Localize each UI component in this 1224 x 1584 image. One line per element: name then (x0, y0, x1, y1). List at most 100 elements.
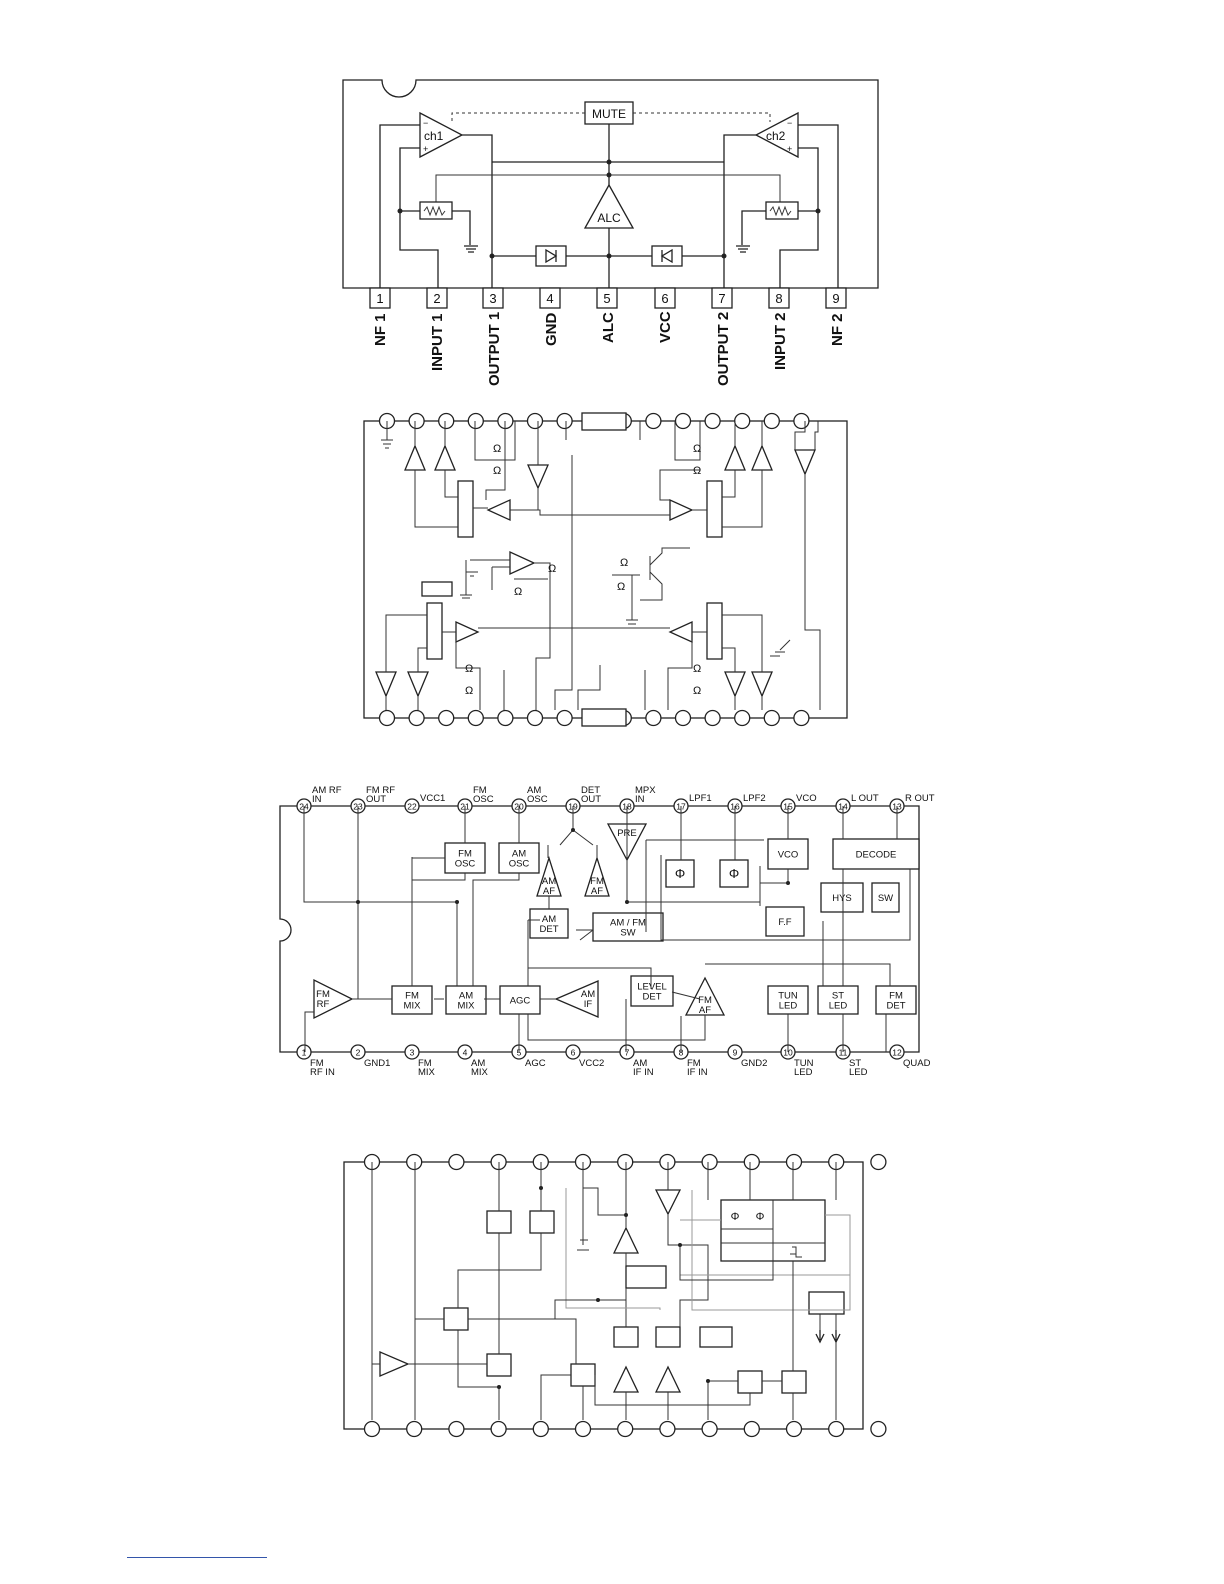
transistor (612, 547, 690, 625)
bottom-pin-label-line: LED (849, 1067, 868, 1078)
bottom-pin-number: 1 (302, 1048, 307, 1058)
pin-circle-top (448, 1153, 465, 1171)
top-pin-label-line: OSC (473, 794, 494, 805)
switch-block-3 (426, 602, 443, 660)
top-wiring (414, 421, 763, 528)
buffer-amp-3 (724, 444, 746, 471)
switch-block-4 (706, 602, 723, 660)
ch1-plus: + (423, 144, 428, 154)
junction-dot (455, 900, 459, 904)
fm-mix-label-line: MIX (404, 1001, 422, 1012)
am-fm-sw-label-line: AM / FM (610, 918, 646, 929)
top-pin-label: VCC1 (420, 793, 445, 804)
pin-box (768, 287, 790, 309)
opamp-top-right (669, 498, 694, 522)
pin-box (825, 287, 847, 309)
am-mix-label-line: MIX (458, 1001, 476, 1012)
omega-9: Ω (465, 663, 473, 675)
top-resistor-block (581, 412, 627, 431)
am-af-label-line: AM (542, 876, 556, 887)
bottom-resistor-block (581, 708, 627, 727)
omega-10: Ω (465, 685, 473, 697)
top-pin-label-line: FM (473, 785, 487, 796)
attenuator-1 (419, 201, 453, 220)
phi-1: Φ (731, 1211, 740, 1223)
bottom-pin-label-line: AGC (525, 1058, 546, 1069)
opamp-bottom-left (455, 620, 480, 644)
attenuator-2 (765, 201, 799, 220)
pin-4-number: 4 (546, 291, 553, 306)
buffer-amp-9 (751, 671, 773, 698)
block-d (570, 1363, 596, 1387)
top-pin-label-line: OSC (527, 794, 548, 805)
phi-label: Φ (675, 866, 685, 881)
pin-9-name: NF 2 (829, 313, 846, 346)
sw-label: SW (878, 893, 893, 904)
pin-circle-bottom (532, 1420, 549, 1438)
buffer-amp-4 (751, 444, 773, 471)
input-amp (379, 1351, 410, 1377)
block-e (613, 1326, 639, 1348)
pin-circle-bottom (704, 709, 721, 727)
bottom-pin-label-line: VCC2 (579, 1058, 604, 1069)
top-pin-number: 22 (407, 802, 417, 812)
pll-divider (721, 1200, 825, 1261)
pin-circle-top (763, 412, 780, 430)
bottom-pin-label: VCC2 (579, 1058, 604, 1069)
pin-circle-bottom (763, 709, 780, 727)
bottom-pin-number: 9 (733, 1048, 738, 1058)
ground-symbol (381, 421, 393, 449)
block-j (781, 1370, 807, 1394)
pin-circle-bottom (743, 1420, 760, 1438)
out1-wire (462, 134, 493, 288)
am-if-label-line: IF (584, 999, 593, 1010)
ic-package-3 (279, 805, 920, 1053)
junction-dot (539, 1186, 543, 1190)
pin-circle-top (785, 1153, 803, 1171)
phase-detector-block (719, 859, 749, 888)
buffer-amp-8 (724, 671, 746, 698)
cap-wiring (577, 1162, 627, 1251)
junction-dot (625, 900, 629, 904)
pin-9-number: 9 (832, 291, 839, 306)
am-if-amp (554, 980, 599, 1018)
fm-det-label-line: FM (889, 991, 903, 1002)
res2-zigzag (769, 205, 792, 217)
ch2-plus: + (787, 144, 792, 154)
tun-led-block (767, 985, 809, 1015)
top-pin-label-line: AM (527, 785, 541, 796)
block-c (486, 1353, 512, 1377)
pin-circle-bottom (734, 709, 751, 727)
top-pin-circle (404, 798, 420, 814)
bottom-pin-number: 11 (839, 1048, 848, 1058)
bottom-pin-label: AGC (525, 1058, 546, 1069)
bottom-pin-label-line: AM (471, 1058, 485, 1069)
hys-block (820, 882, 864, 913)
bottom-pin-label: QUAD (903, 1058, 931, 1069)
bottom-pin-label-line: ST (849, 1058, 861, 1069)
pin-5-number: 5 (603, 291, 610, 306)
pin-1-number: 1 (376, 291, 383, 306)
vco-label-line: VCO (778, 850, 799, 861)
vco-label: VCO (778, 850, 799, 861)
omega-12: Ω (693, 685, 701, 697)
bottom-pin-number: 5 (517, 1048, 522, 1058)
tun-led-label-line: TUN (778, 991, 798, 1002)
fm-osc-label-line: FM (458, 849, 472, 860)
pin-box (654, 287, 676, 309)
fm-af-top-label-line: FM (590, 876, 604, 887)
nf1-wire (379, 124, 420, 288)
pin-circle-top (408, 412, 425, 430)
top-pin-label-line: R OUT (905, 793, 935, 804)
